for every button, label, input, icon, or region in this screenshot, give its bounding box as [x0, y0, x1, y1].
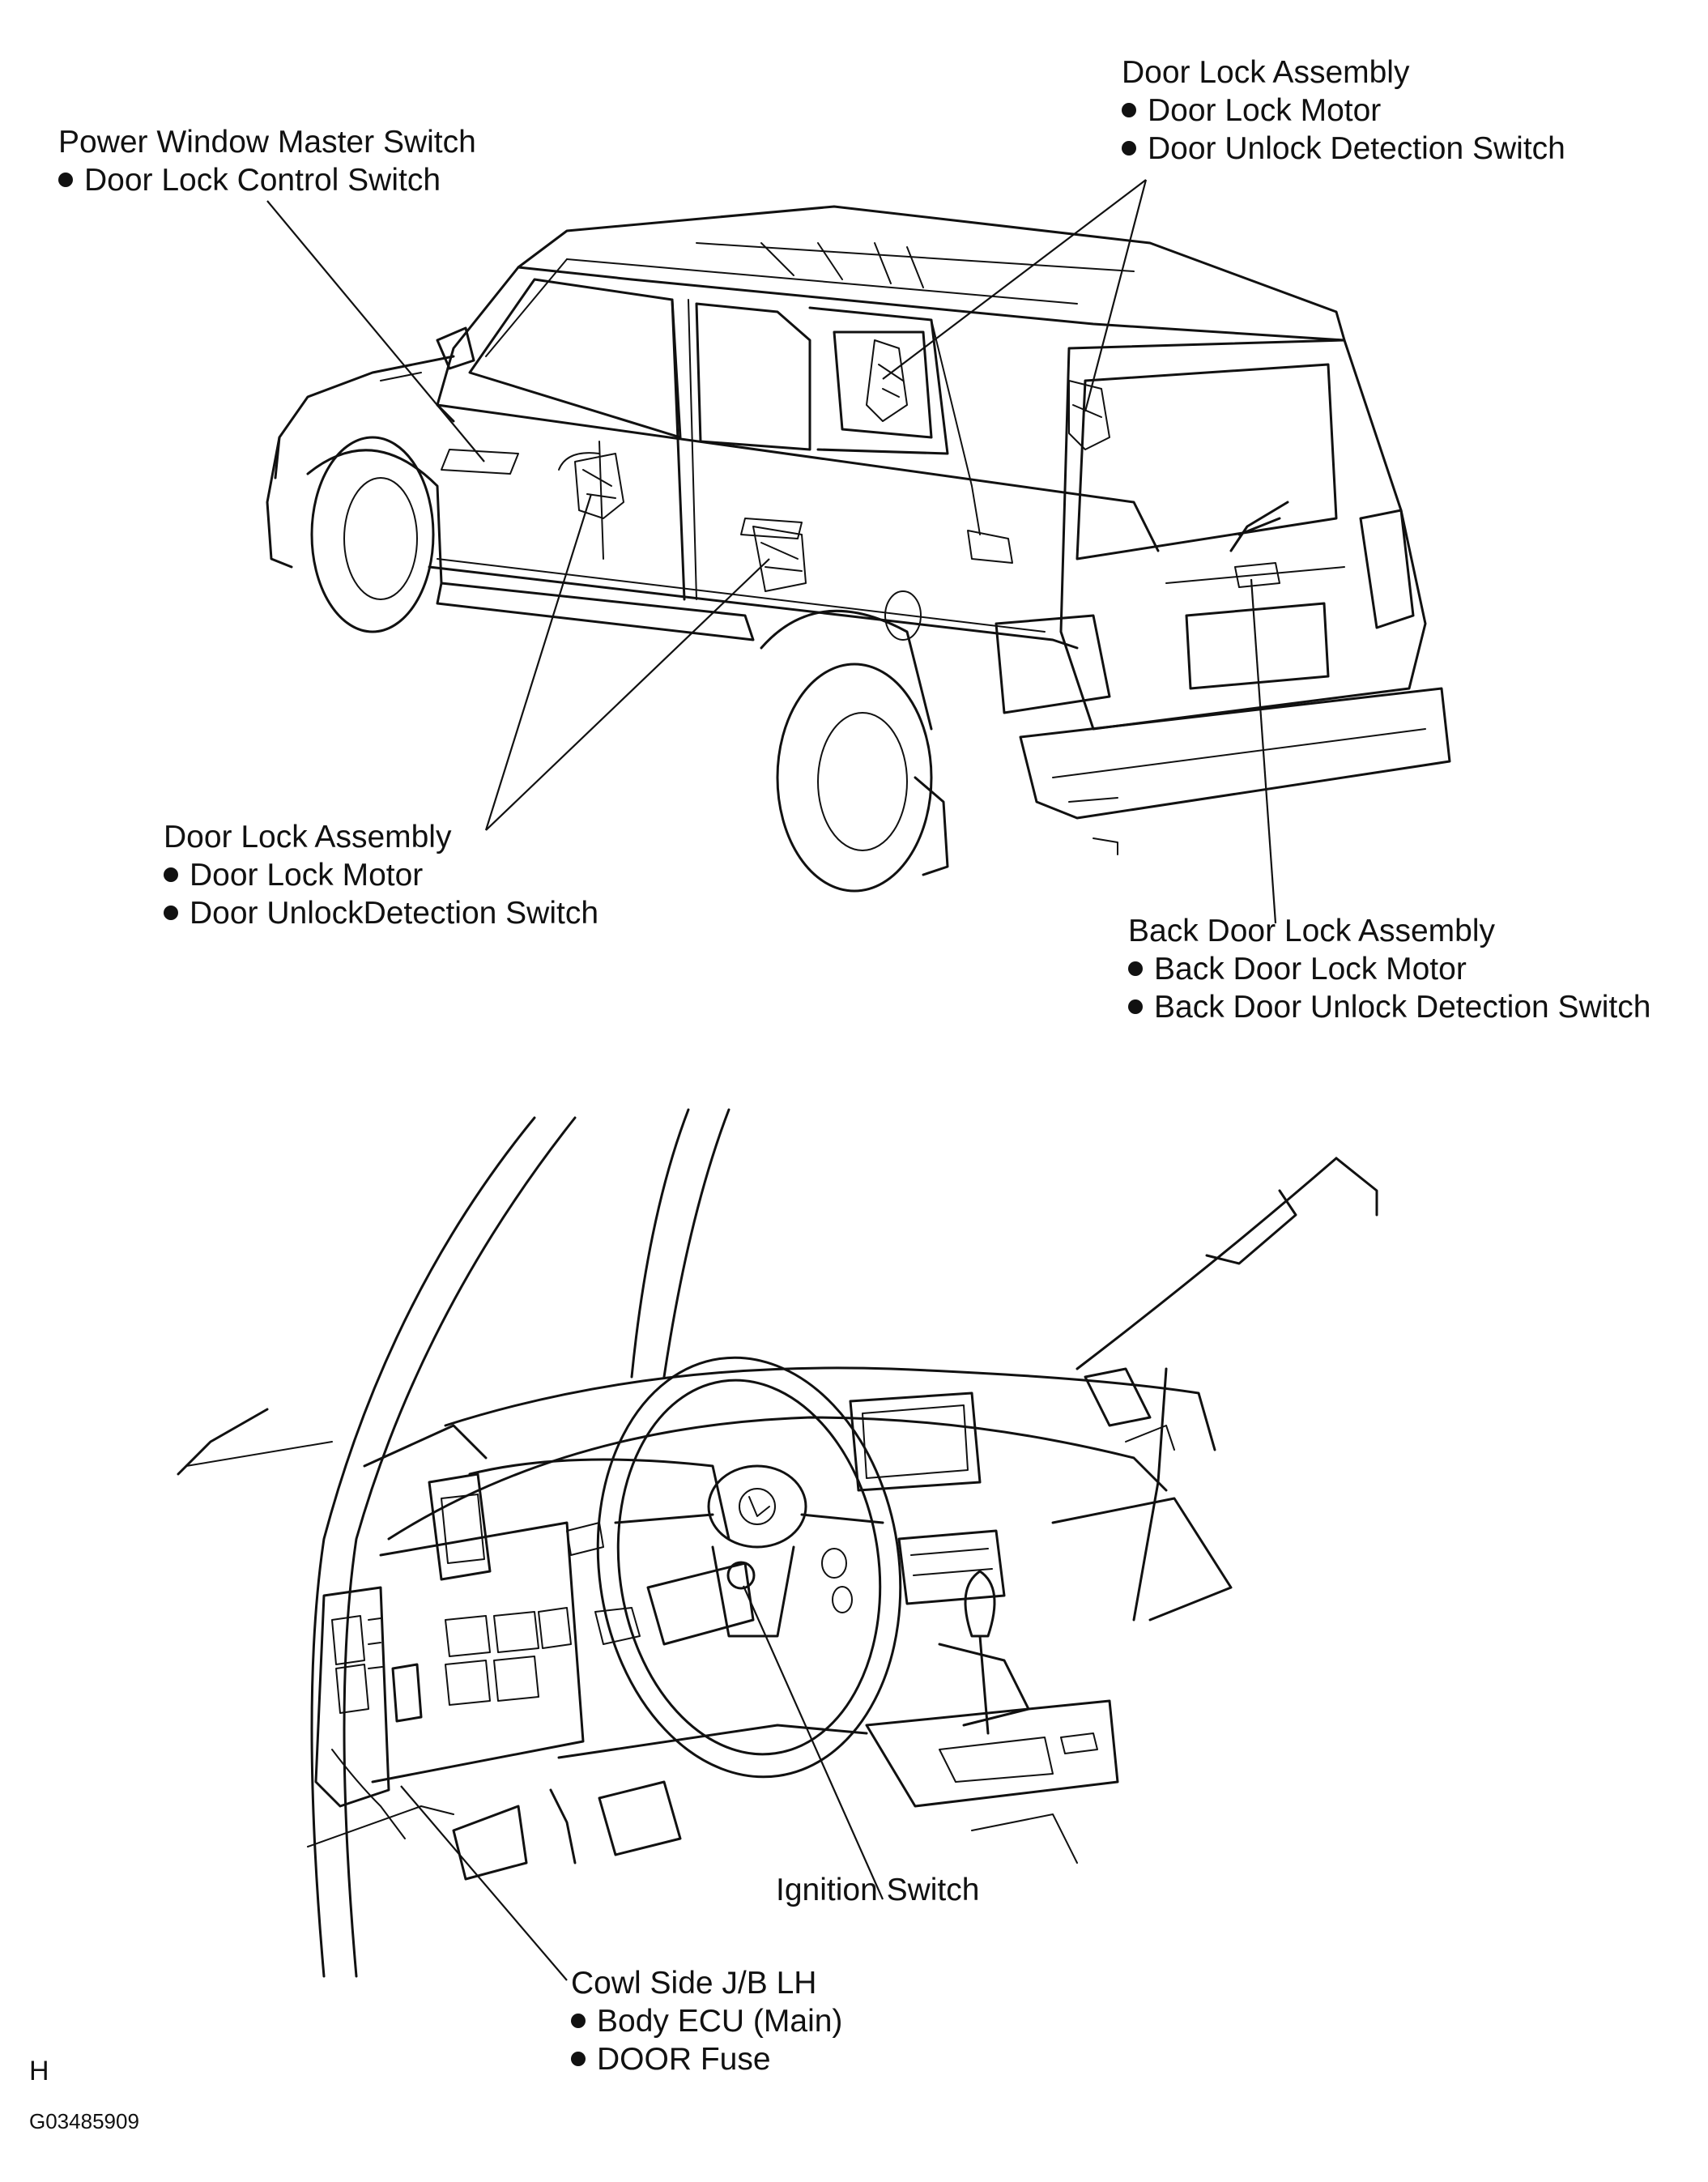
- callout-power-window-master-switch: Power Window Master Switch Door Lock Con…: [58, 123, 476, 199]
- callout-item-text: Body ECU (Main): [597, 2004, 843, 2039]
- callout-title: Ignition Switch: [776, 1873, 980, 1907]
- bullet-icon: [164, 905, 178, 920]
- bullet-icon: [1122, 140, 1136, 156]
- callout-item: Back Door Unlock Detection Switch: [1128, 988, 1650, 1026]
- dashboard-illustration: [177, 1108, 1378, 1978]
- drive-side-indicator: H: [29, 2056, 49, 2086]
- callout-item-text: Back Door Unlock Detection Switch: [1154, 990, 1651, 1025]
- bullet-icon: [571, 2013, 586, 2028]
- bullet-icon: [164, 867, 178, 882]
- callout-item: Door Lock Motor: [1122, 92, 1565, 130]
- callout-item-text: Door Lock Motor: [1148, 93, 1382, 128]
- bullet-icon: [1122, 102, 1136, 117]
- bullet-icon: [1128, 961, 1143, 976]
- callout-ignition-switch: Ignition Switch: [776, 1871, 979, 1909]
- callout-title: Cowl Side J/B LH: [571, 1966, 817, 2001]
- callout-item: Body ECU (Main): [571, 2002, 842, 2040]
- callout-item: DOOR Fuse: [571, 2040, 842, 2078]
- callout-item: Door Lock Control Switch: [58, 161, 476, 199]
- suv-illustration: [266, 205, 1451, 893]
- callout-cowl-side-jb-lh: Cowl Side J/B LH Body ECU (Main) DOOR Fu…: [571, 1964, 842, 2078]
- leader-lines: [266, 179, 1277, 1981]
- bullet-icon: [58, 172, 73, 187]
- callout-item-text: Door Lock Motor: [190, 858, 424, 893]
- callout-title: Power Window Master Switch: [58, 125, 476, 160]
- callout-title: Back Door Lock Assembly: [1128, 914, 1496, 948]
- callout-title: Door Lock Assembly: [1122, 55, 1410, 90]
- callout-item-text: Door Unlock Detection Switch: [1148, 131, 1565, 166]
- callout-item: Door Lock Motor: [164, 856, 598, 894]
- callout-item-text: DOOR Fuse: [597, 2042, 771, 2077]
- callout-item: Door Unlock Detection Switch: [1122, 130, 1565, 168]
- callout-item-text: Back Door Lock Motor: [1154, 952, 1467, 987]
- bullet-icon: [1128, 999, 1143, 1014]
- callout-front-door-lock-assembly: Door Lock Assembly Door Lock Motor Door …: [164, 818, 598, 932]
- bullet-icon: [571, 2051, 586, 2066]
- callout-item-text: Door UnlockDetection Switch: [190, 896, 599, 931]
- callout-item: Back Door Lock Motor: [1128, 950, 1650, 988]
- callout-item-text: Door Lock Control Switch: [84, 163, 441, 198]
- callout-rear-door-lock-assembly: Door Lock Assembly Door Lock Motor Door …: [1122, 53, 1565, 168]
- figure-code: G03485909: [29, 2109, 139, 2133]
- callout-back-door-lock-assembly: Back Door Lock Assembly Back Door Lock M…: [1128, 912, 1650, 1026]
- callout-title: Door Lock Assembly: [164, 820, 452, 854]
- callout-item: Door UnlockDetection Switch: [164, 894, 598, 932]
